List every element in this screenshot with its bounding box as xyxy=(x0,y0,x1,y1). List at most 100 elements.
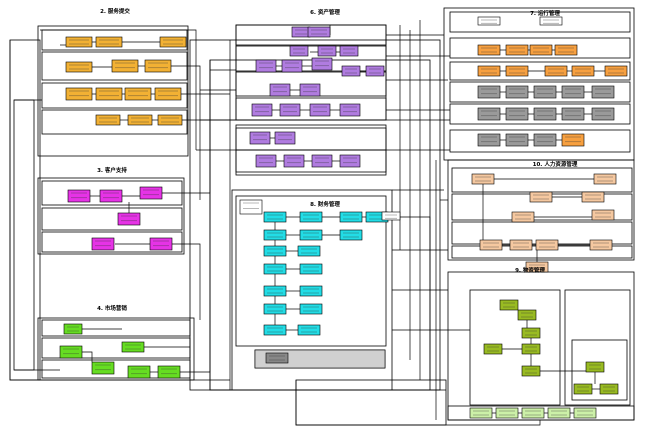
process-box xyxy=(505,107,529,121)
process-box xyxy=(144,59,172,73)
process-box xyxy=(479,239,503,251)
process-box xyxy=(65,87,93,101)
process-box xyxy=(521,327,541,339)
process-box xyxy=(279,103,301,117)
service-row-3 xyxy=(41,82,188,109)
process-box xyxy=(121,341,145,353)
section-title-assets: 6. 资产管理 xyxy=(310,8,340,16)
process-box xyxy=(517,309,537,321)
process-box xyxy=(159,36,187,48)
section-title-purchasing: 9. 物资管理 xyxy=(515,266,545,274)
process-box xyxy=(283,154,305,168)
process-box xyxy=(533,107,557,121)
process-box xyxy=(589,239,613,251)
process-box xyxy=(291,26,311,38)
service-row-1 xyxy=(41,29,188,51)
customer-row-1 xyxy=(41,180,183,206)
marketing-frame xyxy=(37,317,195,381)
process-box xyxy=(339,103,361,117)
process-box xyxy=(157,114,183,126)
process-box xyxy=(505,133,529,147)
process-box xyxy=(535,239,559,251)
process-box xyxy=(281,59,303,73)
service-row-2 xyxy=(41,51,188,81)
process-boxes xyxy=(59,16,628,419)
process-box xyxy=(59,345,83,359)
process-box xyxy=(255,59,277,73)
customer-row-2 xyxy=(41,207,183,231)
process-box xyxy=(499,299,519,311)
purchasing-bottom-row xyxy=(447,405,635,421)
process-box xyxy=(95,114,121,126)
process-box xyxy=(339,45,359,57)
process-box xyxy=(269,83,291,97)
process-box xyxy=(539,16,563,26)
process-box xyxy=(139,186,163,200)
process-box xyxy=(591,209,615,221)
process-box xyxy=(263,229,287,241)
process-box xyxy=(157,365,181,379)
connector-line xyxy=(82,351,93,362)
hr-frame xyxy=(447,159,635,261)
process-box xyxy=(585,361,605,373)
process-box xyxy=(365,65,385,77)
section-title-marketing: 4. 市场营销 xyxy=(97,304,127,312)
service-row-4 xyxy=(41,109,188,135)
process-box xyxy=(469,407,493,419)
process-box xyxy=(65,61,93,73)
finance-frame xyxy=(235,195,387,347)
process-box xyxy=(127,365,151,379)
bottom-link xyxy=(295,379,447,426)
ops-row-1 xyxy=(449,11,631,33)
process-box xyxy=(544,65,568,77)
process-box xyxy=(511,211,535,223)
purchasing-right xyxy=(564,289,631,406)
process-box xyxy=(274,131,296,145)
process-box xyxy=(581,191,605,203)
process-box xyxy=(381,211,401,221)
customer-row-3 xyxy=(41,231,183,253)
process-box xyxy=(339,211,363,223)
ops-row-3 xyxy=(449,61,631,81)
process-box xyxy=(263,263,287,275)
section-title-customer: 3. 客户支持 xyxy=(97,166,127,174)
process-box xyxy=(299,211,323,223)
process-box xyxy=(307,26,331,38)
process-box xyxy=(505,85,529,99)
process-box xyxy=(547,407,571,419)
process-box xyxy=(255,154,277,168)
process-box xyxy=(533,85,557,99)
process-box xyxy=(341,65,361,77)
purchasing-right-inner xyxy=(571,339,628,401)
left-outer xyxy=(9,39,41,381)
process-box xyxy=(99,189,123,203)
process-box xyxy=(309,103,331,117)
process-box xyxy=(521,343,541,355)
process-box xyxy=(521,407,545,419)
process-box xyxy=(509,239,533,251)
process-box xyxy=(591,107,615,121)
process-box xyxy=(297,324,321,336)
process-box xyxy=(505,65,529,77)
ops-row-4 xyxy=(449,81,631,103)
process-box xyxy=(117,212,141,226)
process-box xyxy=(299,229,323,241)
assets-row-4 xyxy=(235,97,387,121)
process-box xyxy=(263,303,287,315)
process-box xyxy=(67,189,91,203)
process-box xyxy=(505,44,529,56)
process-box xyxy=(599,383,619,395)
process-box xyxy=(249,131,271,145)
process-box xyxy=(311,154,333,168)
process-box xyxy=(95,87,123,101)
process-box xyxy=(91,237,115,251)
process-box xyxy=(571,65,595,77)
purchasing-frame xyxy=(447,271,635,421)
process-box xyxy=(339,154,361,168)
process-box xyxy=(477,44,501,56)
process-box xyxy=(124,87,152,101)
process-box xyxy=(127,114,153,126)
process-box xyxy=(63,323,83,335)
process-box xyxy=(317,45,337,57)
